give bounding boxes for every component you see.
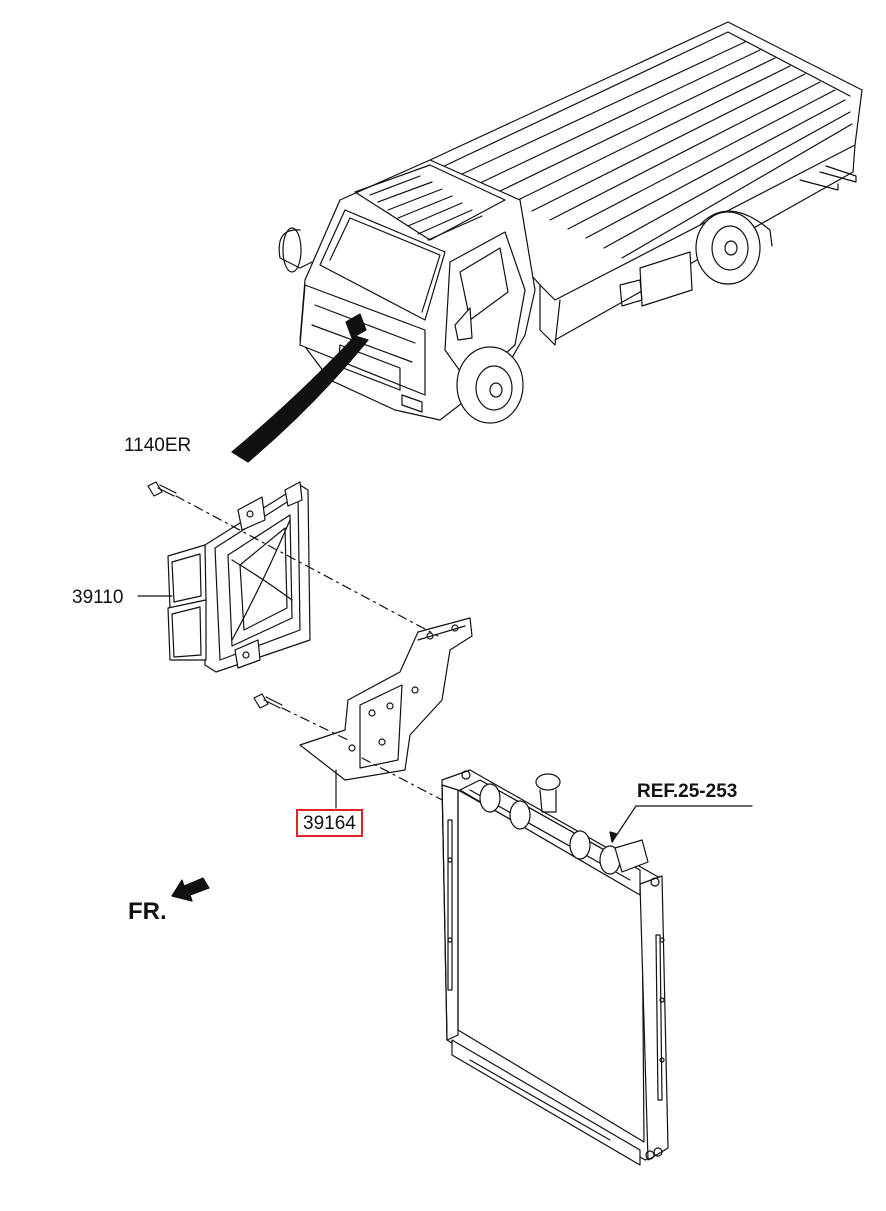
front-direction-label: FR. — [128, 898, 167, 925]
reference-label: REF.25-253 — [637, 781, 738, 802]
location-arrow — [231, 335, 369, 463]
part-label-39164-highlighted: 39164 — [296, 809, 363, 837]
ref-leader-line — [611, 805, 753, 843]
front-direction-arrow-icon — [171, 877, 210, 902]
mounting-bracket — [253, 617, 473, 781]
radiator — [441, 769, 669, 1166]
part-label-39110: 39110 — [72, 587, 124, 608]
part-label-1140ER: 1140ER — [124, 435, 192, 456]
ecu-module — [147, 481, 311, 673]
assembly-lines — [175, 495, 447, 803]
truck-illustration — [278, 21, 863, 424]
bolt-icon — [253, 693, 283, 709]
bolt-icon — [147, 481, 177, 497]
